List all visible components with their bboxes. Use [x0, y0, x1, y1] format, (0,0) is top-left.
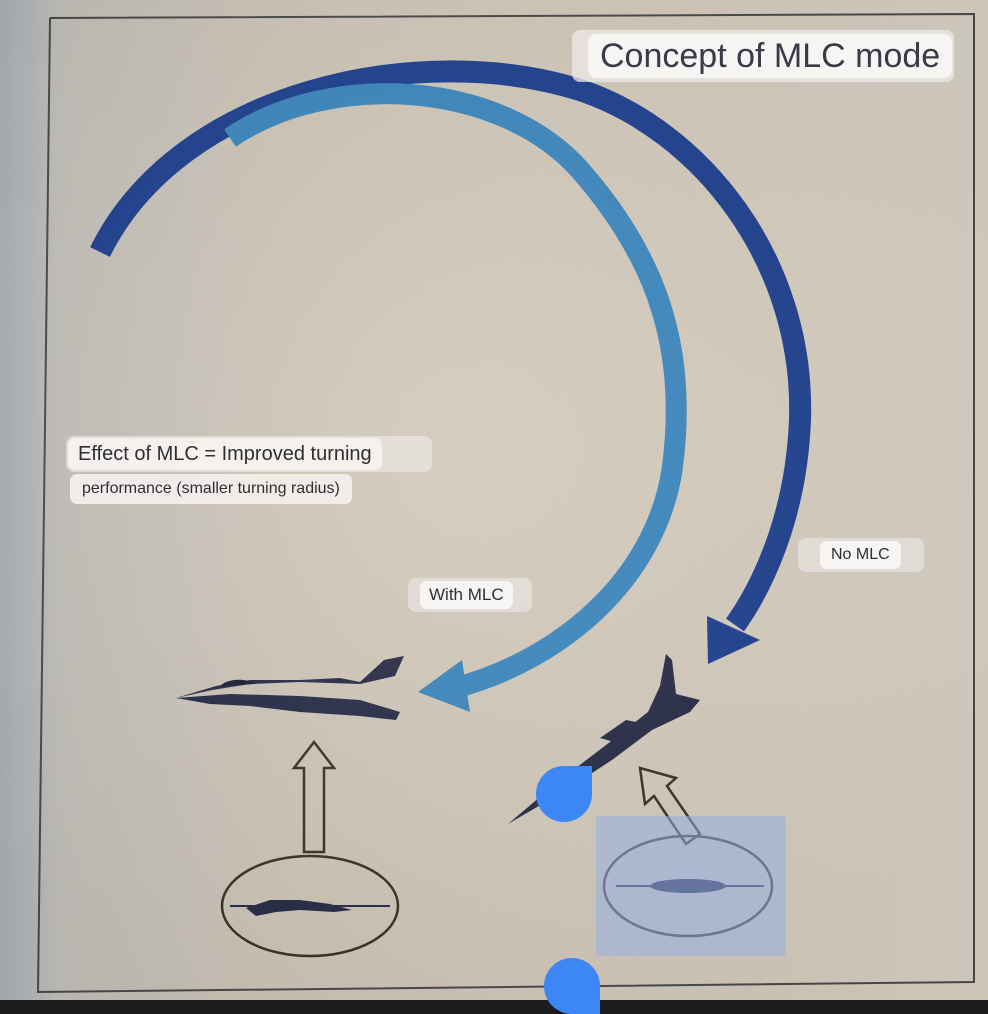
fighter-jet-icon: [508, 654, 700, 824]
no-mlc-text-chip[interactable]: No MLC: [798, 538, 924, 572]
effect-text-chip[interactable]: Effect of MLC = Improved turning: [66, 436, 432, 472]
selection-highlight[interactable]: [596, 816, 786, 956]
effect-line-2[interactable]: performance (smaller turning radius): [70, 474, 352, 504]
no-mlc-arrowhead: [707, 616, 760, 664]
diagram-title: Concept of MLC mode: [588, 34, 953, 78]
effect-line-1: Effect of MLC = Improved turning: [68, 438, 382, 470]
selection-end-handle[interactable]: [544, 958, 600, 1014]
up-arrow-icon: [291, 739, 337, 854]
fighter-jet-icon: [176, 656, 404, 720]
with-mlc-turn-arc: [224, 83, 687, 699]
no-mlc-label: No MLC: [820, 541, 901, 569]
with-mlc-arrowhead: [418, 660, 470, 712]
with-mlc-text-chip[interactable]: With MLC: [408, 578, 532, 612]
paper-edge: [36, 12, 975, 994]
wing-cross-section-icon: [220, 854, 400, 958]
title-text-chip[interactable]: Concept of MLC mode: [572, 30, 954, 82]
selection-start-handle[interactable]: [536, 766, 592, 822]
no-mlc-turn-arc: [90, 60, 812, 632]
with-mlc-label: With MLC: [420, 581, 513, 609]
